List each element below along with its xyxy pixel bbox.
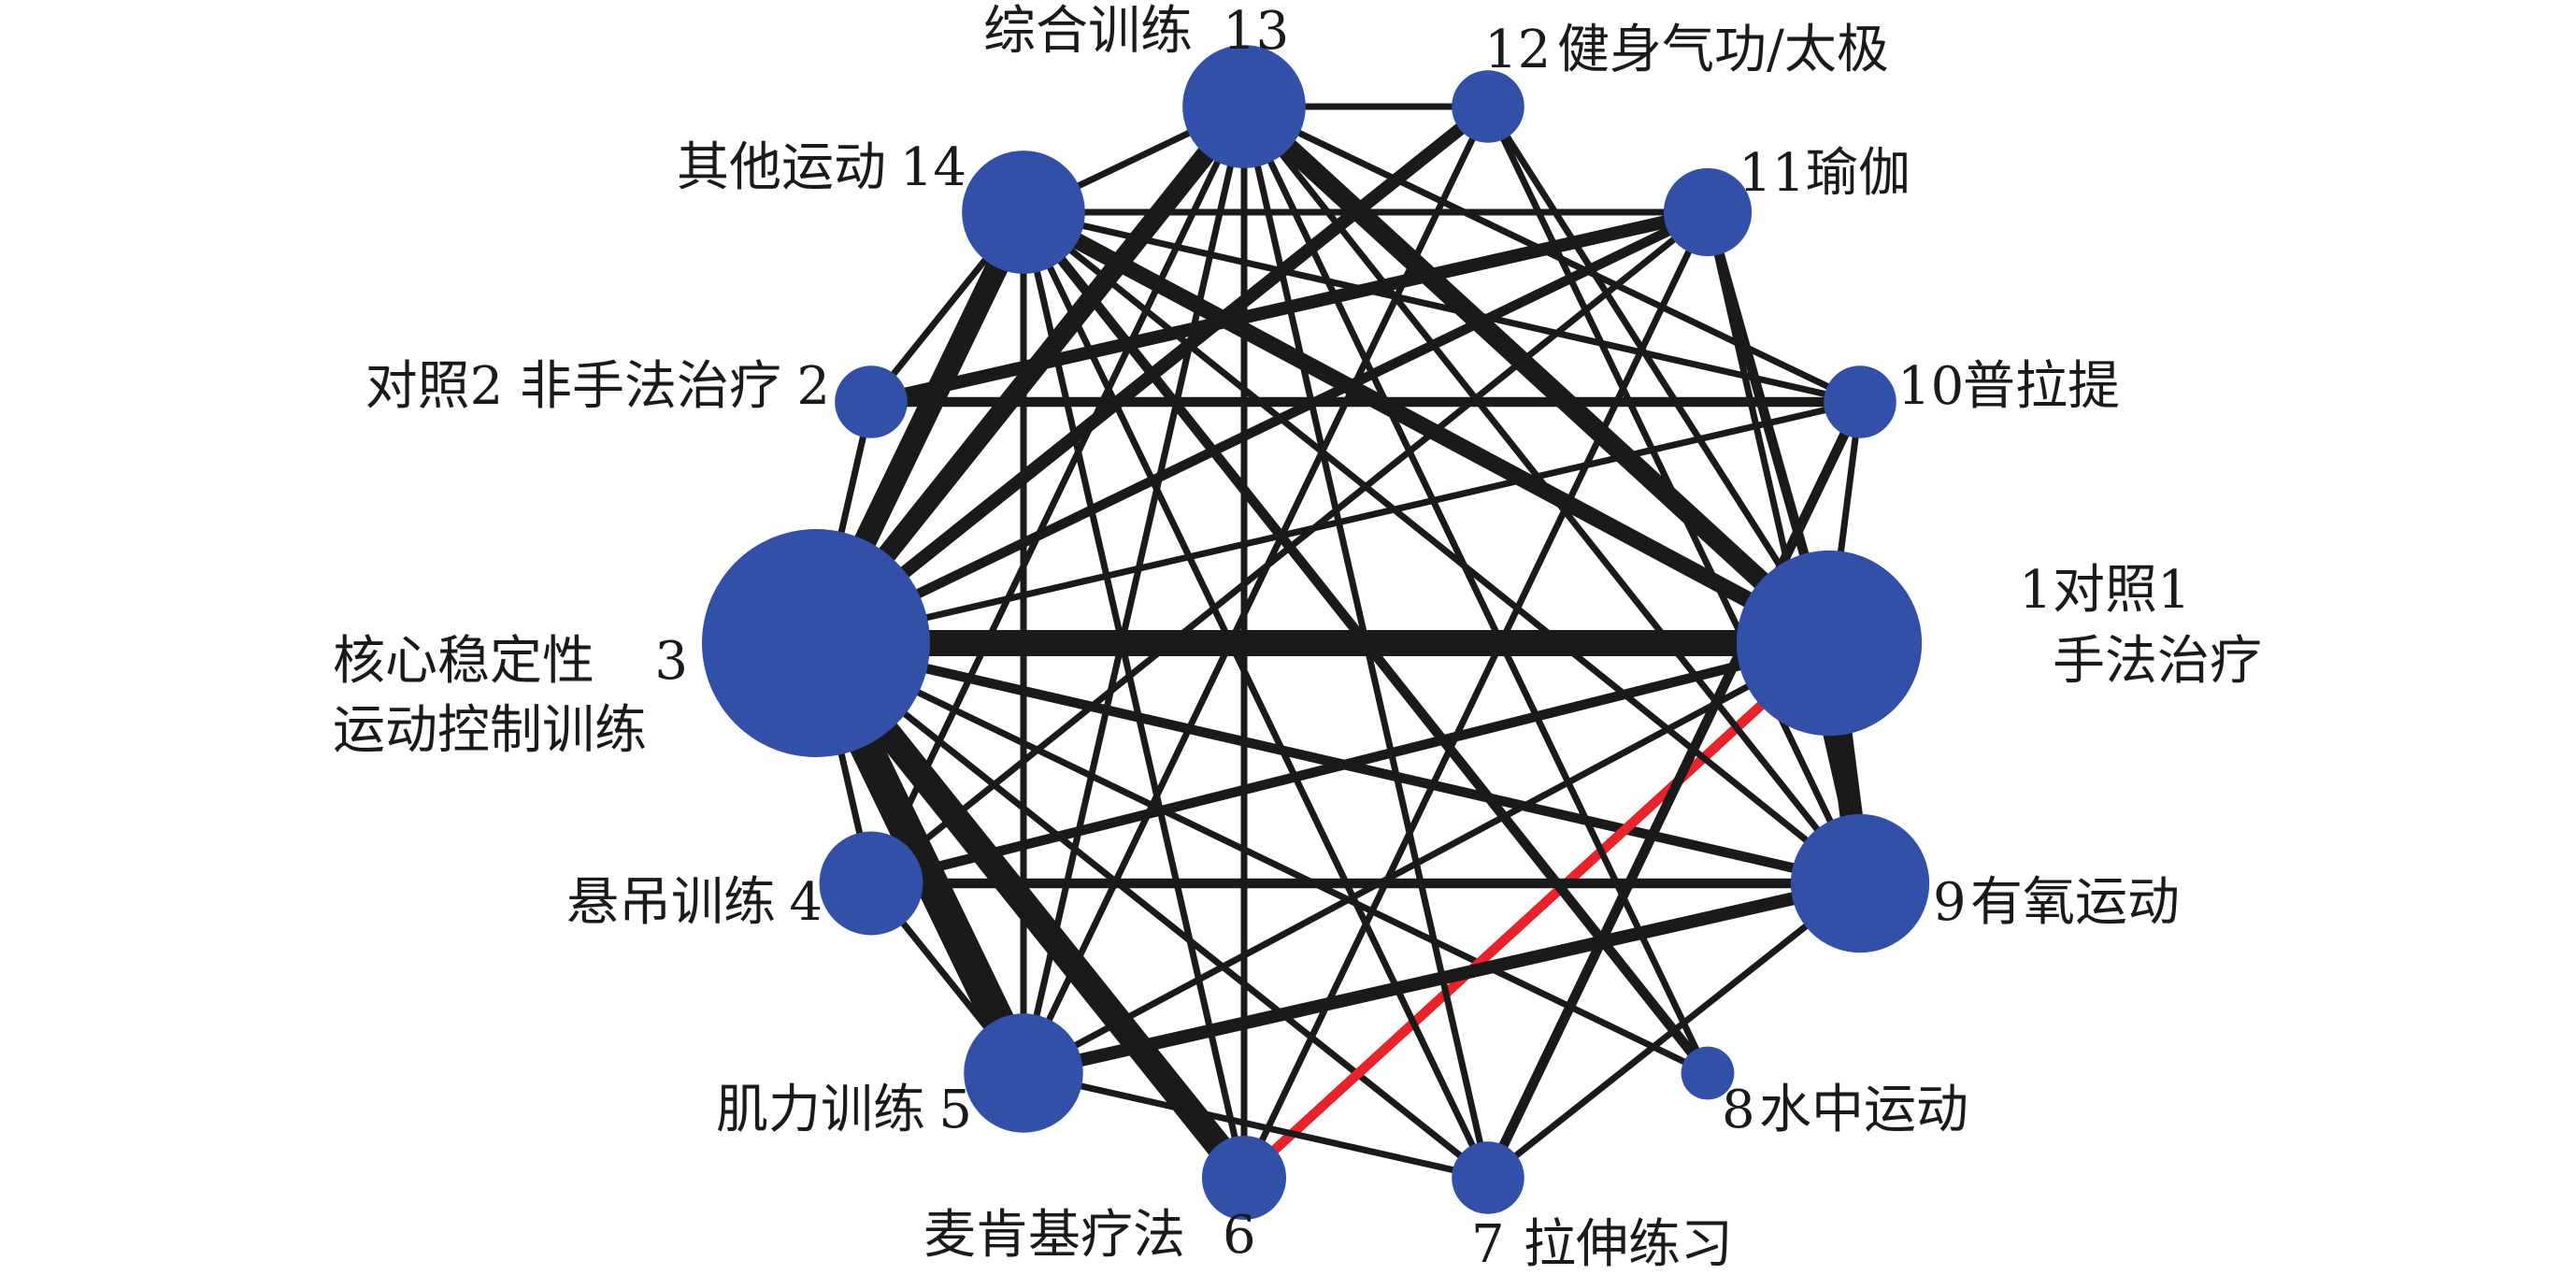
node-9-label-line-1: 有氧运动 — [1970, 872, 2180, 933]
edge-3-11 — [813, 208, 1710, 648]
node-11 — [1663, 167, 1753, 257]
edge-3-8 — [814, 639, 1710, 1077]
edge-3-7 — [813, 640, 1491, 1181]
node-12-number: 12 — [1484, 20, 1551, 80]
node-14-number: 14 — [900, 137, 966, 198]
node-10 — [1824, 365, 1896, 438]
node-7-number: 7 — [1471, 1214, 1505, 1275]
node-13-label-line-1: 综合训练 — [983, 1, 1193, 62]
node-3-number: 3 — [654, 631, 688, 692]
node-1-label-line-2: 手法治疗 — [2053, 631, 2262, 692]
node-5-number: 5 — [938, 1080, 972, 1140]
edge-1-13 — [1237, 99, 1837, 651]
edge-5-12 — [1020, 105, 1492, 1075]
edge-layer — [801, 99, 1872, 1186]
edge-9-12 — [1484, 105, 1864, 885]
node-6-number: 6 — [1223, 1205, 1256, 1266]
edge-5-7 — [1023, 1069, 1489, 1182]
node-9-number: 9 — [1933, 872, 1967, 933]
node-4-number: 4 — [789, 872, 823, 933]
edge-8-13 — [1240, 105, 1711, 1075]
edge-7-10 — [1483, 399, 1865, 1181]
edge-1-4 — [869, 638, 1831, 889]
node-2-label-line-1: 对照2 非手法治疗 — [365, 356, 781, 417]
node-5-label-line-1: 肌力训练 — [716, 1080, 925, 1140]
edge-3-13 — [808, 100, 1252, 650]
edge-5-13 — [1020, 106, 1248, 1074]
edge-1-5 — [1022, 639, 1831, 1077]
edge-10-13 — [1242, 103, 1862, 406]
edge-9-11 — [1704, 211, 1864, 884]
edge-8-14 — [1019, 208, 1712, 1077]
node-8-label-line-1: 水中运动 — [1759, 1080, 1968, 1140]
node-9 — [1790, 813, 1930, 953]
node-3 — [702, 529, 930, 757]
node-2 — [835, 365, 908, 438]
edge-9-13 — [1241, 104, 1863, 886]
node-3-label-line-1: 核心稳定性 — [333, 631, 594, 692]
edge-4-13 — [867, 105, 1248, 885]
node-layer — [702, 45, 1930, 1221]
node-11-label-line-1: 瑜伽 — [1806, 143, 1911, 204]
node-7 — [1452, 1141, 1524, 1214]
node-13-number: 13 — [1223, 1, 1289, 62]
node-6-label-line-1: 麦肯基疗法 — [923, 1205, 1185, 1266]
node-1-label-line-1: 对照1 — [2053, 560, 2191, 621]
edge-6-14 — [1020, 211, 1248, 1179]
node-1-number: 1 — [2019, 560, 2053, 621]
node-14-label-line-1: 其他运动 — [677, 137, 886, 198]
node-1 — [1736, 550, 1923, 737]
edge-1-12 — [1485, 105, 1832, 645]
node-2-number: 2 — [796, 356, 830, 417]
node-12-label-line-1: 健身气功/太极 — [1557, 20, 1889, 80]
node-10-number: 10 — [1897, 356, 1964, 417]
node-4 — [819, 831, 923, 936]
node-13 — [1182, 45, 1306, 168]
node-12 — [1452, 70, 1524, 143]
edge-3-6 — [806, 635, 1254, 1186]
node-6 — [1201, 1135, 1287, 1221]
edge-10-14 — [1023, 208, 1861, 406]
node-4-label-line-1: 悬吊训练 — [566, 872, 776, 933]
edge-6-11 — [1240, 210, 1711, 1180]
node-3-label-line-2: 运动控制训练 — [333, 700, 647, 761]
node-8 — [1681, 1046, 1735, 1100]
node-11-number: 11 — [1739, 143, 1805, 204]
edge-7-14 — [1020, 210, 1492, 1180]
node-7-label-line-1: 拉伸练习 — [1524, 1214, 1733, 1275]
node-8-number: 8 — [1722, 1080, 1755, 1140]
node-10-label-line-1: 普拉提 — [1963, 356, 2120, 417]
edge-9-14 — [1021, 209, 1863, 886]
edge-1-6-highlight — [1240, 639, 1833, 1182]
node-14 — [962, 150, 1085, 274]
node-5 — [964, 1013, 1083, 1133]
